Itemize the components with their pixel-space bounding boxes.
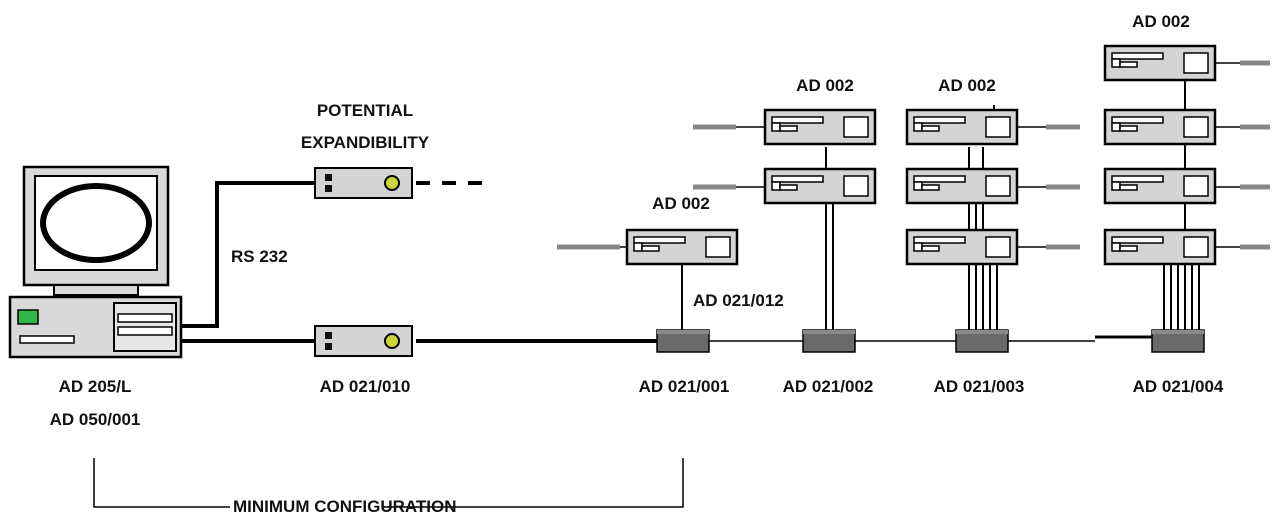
- min-config-bracket: [93, 458, 684, 508]
- terminal-ad002-004a: [1103, 44, 1217, 82]
- terminal-ad002-002a: [763, 108, 877, 146]
- junction-001-label: AD 021/001: [638, 377, 730, 396]
- terminal-ad002-004c: [1103, 167, 1217, 205]
- ad002-label-003: AD 002: [938, 76, 996, 95]
- min-config-label: MINIMUM CONFIGURATION: [233, 497, 457, 516]
- junction-ad021-004: [1151, 329, 1205, 353]
- pc-workstation: [8, 165, 183, 359]
- terminal-ad002-004d: [1103, 228, 1217, 266]
- junction-ad021-001: [656, 329, 710, 353]
- ad002-label-001: AD 002: [652, 194, 710, 213]
- bus-lines: [181, 181, 1152, 343]
- terminal-ad002-003a: [905, 108, 1019, 146]
- terminal-ad002-001: [625, 228, 739, 266]
- cable-012-label: AD 021/012: [693, 291, 784, 310]
- ad002-label-004: AD 002: [1132, 12, 1190, 31]
- terminal-ad002-002b: [763, 167, 877, 205]
- terminal-stub-joins: [620, 62, 1240, 248]
- potential-label-line2: EXPANDIBILITY: [300, 133, 430, 152]
- converter-ad021-010: [314, 325, 413, 357]
- terminal-ad002-004b: [1103, 108, 1217, 146]
- terminal-ad002-003c: [905, 228, 1019, 266]
- potential-label-line1: POTENTIAL: [316, 101, 414, 120]
- expansion-converter: [314, 167, 413, 199]
- junction-ad021-002: [802, 329, 856, 353]
- terminal-stubs: [557, 60, 1270, 250]
- converter-010-label: AD 021/010: [319, 377, 411, 396]
- pc-label-line1: AD 205/L: [58, 377, 132, 396]
- junction-004-label: AD 021/004: [1132, 377, 1224, 396]
- pc-label-line2: AD 050/001: [49, 410, 141, 429]
- junction-ad021-003: [955, 329, 1009, 353]
- terminal-ad002-003b: [905, 167, 1019, 205]
- ad002-label-002: AD 002: [796, 76, 854, 95]
- rs232-label: RS 232: [231, 247, 288, 266]
- junction-002-label: AD 021/002: [782, 377, 874, 396]
- junction-003-label: AD 021/003: [933, 377, 1025, 396]
